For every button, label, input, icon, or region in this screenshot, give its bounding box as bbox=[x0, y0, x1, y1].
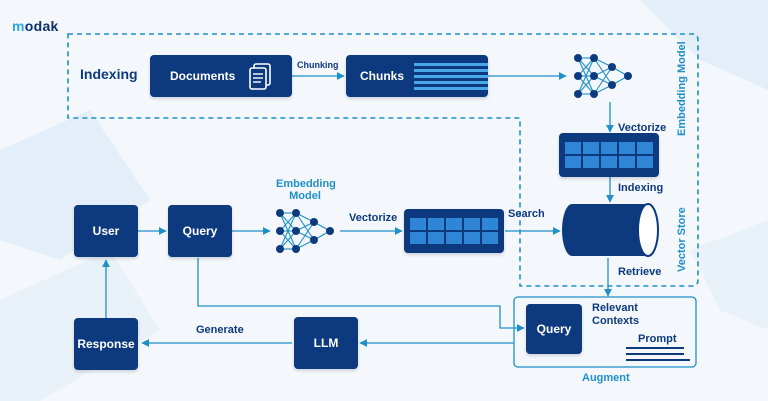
indexing-step-label: Indexing bbox=[618, 182, 664, 194]
embedding-model-line1: Embedding bbox=[276, 178, 336, 190]
generate-label: Generate bbox=[196, 324, 244, 336]
query-label: Query bbox=[182, 224, 218, 238]
augment-query-box: Query bbox=[526, 304, 582, 354]
index-vector-box bbox=[559, 133, 659, 177]
llm-box: LLM bbox=[294, 317, 358, 369]
relevant-line2: Contexts bbox=[592, 315, 640, 327]
response-box: Response bbox=[74, 318, 138, 370]
user-label: User bbox=[92, 224, 120, 238]
search-label: Search bbox=[508, 208, 545, 220]
logo-text: odak bbox=[24, 18, 59, 34]
logo-letter-m: m bbox=[12, 18, 25, 34]
prompt-lines-icon bbox=[626, 347, 690, 361]
documents-box: Documents bbox=[150, 55, 292, 97]
user-box: User bbox=[74, 205, 138, 257]
modak-logo: modak bbox=[12, 18, 59, 34]
vectorize-query-label: Vectorize bbox=[349, 212, 398, 224]
prompt-label: Prompt bbox=[638, 333, 677, 345]
documents-label: Documents bbox=[170, 69, 236, 83]
query-vector-grid bbox=[410, 218, 498, 244]
indexing-region-border bbox=[67, 33, 699, 287]
llm-label: LLM bbox=[313, 336, 339, 350]
relevant-contexts-label: Relevant Contexts bbox=[592, 302, 639, 328]
embedding-model-label: Embedding Model bbox=[276, 178, 336, 202]
vector-store-cylinder bbox=[562, 203, 659, 257]
vector-store-vertical-label: Vector Store bbox=[676, 207, 688, 272]
documents-icon bbox=[249, 63, 272, 90]
index-vector-grid bbox=[565, 142, 653, 168]
relevant-line1: Relevant bbox=[592, 302, 638, 314]
augment-query-label: Query bbox=[536, 322, 572, 336]
query-vector-box bbox=[404, 209, 504, 253]
chunking-label: Chunking bbox=[297, 60, 339, 70]
chunks-box: Chunks bbox=[346, 55, 489, 97]
indexing-title: Indexing bbox=[80, 66, 138, 82]
vectorize-index-label: Vectorize bbox=[618, 122, 667, 134]
query-box: Query bbox=[168, 205, 232, 257]
augment-region-border bbox=[513, 296, 697, 368]
response-label: Response bbox=[77, 337, 135, 351]
neural-network-icon bbox=[574, 54, 632, 98]
neural-network-icon bbox=[276, 209, 334, 253]
chunks-lines-icon bbox=[414, 62, 489, 90]
arrow-query-to-augment bbox=[197, 258, 525, 332]
embedding-model-line2: Model bbox=[289, 190, 321, 202]
chunks-label: Chunks bbox=[360, 69, 405, 83]
retrieve-label: Retrieve bbox=[618, 266, 662, 278]
embedding-model-vertical-label: Embedding Model bbox=[676, 41, 688, 136]
augment-label: Augment bbox=[582, 372, 630, 384]
